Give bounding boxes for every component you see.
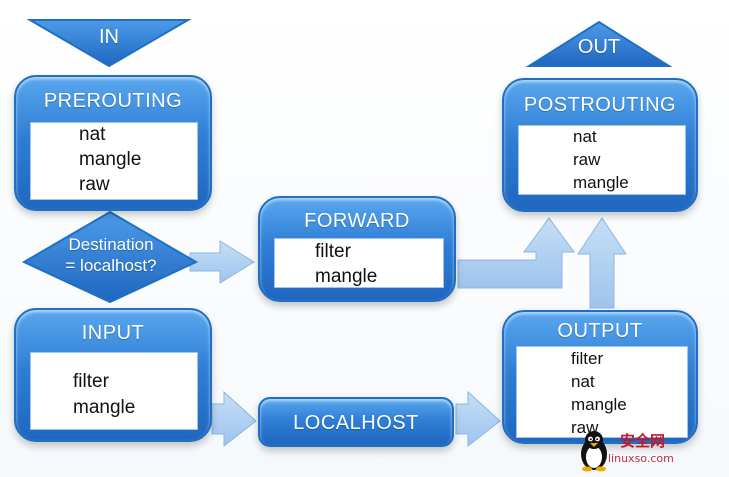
- forward-table-mangle: mangle: [315, 266, 378, 287]
- prerouting-title: PREROUTING: [43, 90, 183, 112]
- forward-table-filter: filter: [315, 241, 351, 262]
- penguin-logo-icon: [581, 431, 607, 472]
- input-tables: filter mangle: [30, 352, 198, 430]
- site-watermark: 安全网 linuxso.com: [574, 428, 724, 472]
- decision-line1: Destination: [68, 235, 154, 254]
- output-table-filter: filter: [571, 349, 604, 368]
- output-title: OUTPUT: [557, 320, 643, 342]
- input-table-mangle: mangle: [73, 397, 136, 418]
- prerouting-table-mangle: mangle: [79, 149, 142, 170]
- out-triangle: [525, 20, 673, 67]
- output-tables: filter nat mangle raw: [516, 346, 688, 438]
- prerouting-table-raw: raw: [79, 174, 110, 195]
- in-triangle: [26, 19, 192, 68]
- output-box: OUTPUT filter nat mangle raw: [502, 310, 698, 444]
- postrouting-table-raw: raw: [573, 150, 601, 169]
- watermark-line1: 安全网: [620, 432, 666, 450]
- decision-line2: = localhost?: [65, 256, 157, 275]
- output-table-mangle: mangle: [571, 395, 627, 414]
- prerouting-tables: nat mangle raw: [30, 122, 198, 200]
- postrouting-table-mangle: mangle: [573, 173, 629, 192]
- decision-label: Destination = localhost?: [40, 234, 182, 276]
- forward-title: FORWARD: [304, 210, 410, 232]
- input-table-filter: filter: [73, 371, 109, 392]
- postrouting-tables: nat raw mangle: [518, 125, 686, 195]
- forward-box: FORWARD filter mangle: [258, 196, 456, 302]
- prerouting-box: PREROUTING nat mangle raw: [14, 75, 212, 211]
- postrouting-box: POSTROUTING nat raw mangle: [502, 78, 698, 212]
- postrouting-table-nat: nat: [573, 127, 597, 146]
- localhost-box: LOCALHOST: [258, 397, 454, 447]
- watermark-line2: linuxso.com: [608, 452, 674, 465]
- in-label: IN: [99, 26, 119, 48]
- arrow-forward-to-postrouting: [457, 217, 575, 289]
- arrow-decision-to-forward: [189, 240, 255, 284]
- localhost-title: LOCALHOST: [293, 412, 419, 434]
- input-title: INPUT: [81, 322, 145, 344]
- postrouting-title: POSTROUTING: [523, 94, 677, 116]
- forward-tables: filter mangle: [274, 238, 444, 288]
- arrow-input-to-localhost: [211, 390, 257, 448]
- output-table-nat: nat: [571, 372, 595, 391]
- arrow-localhost-to-output: [455, 390, 501, 448]
- arrow-output-to-postrouting: [577, 217, 627, 309]
- decision-diamond: [21, 210, 199, 304]
- input-box: INPUT filter mangle: [14, 308, 212, 442]
- out-label: OUT: [577, 36, 621, 58]
- prerouting-table-nat: nat: [79, 124, 106, 145]
